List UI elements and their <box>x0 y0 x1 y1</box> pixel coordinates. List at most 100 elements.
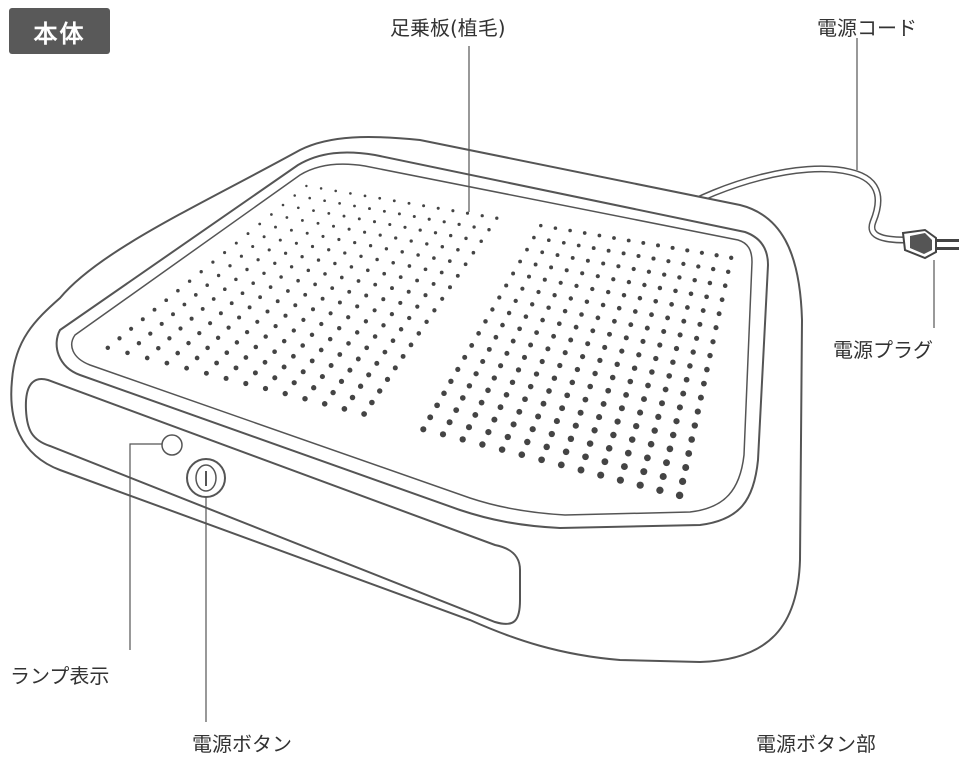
bristle-dot <box>347 227 351 231</box>
bristle-dot <box>434 402 440 409</box>
bristle-dot <box>662 272 667 277</box>
bristle-dot <box>303 292 308 297</box>
bristle-dot <box>439 431 447 438</box>
bristle-dot <box>384 376 391 383</box>
bristle-dot <box>244 329 250 335</box>
bristle-dot <box>627 378 634 385</box>
bristle-dot <box>522 396 528 403</box>
bristle-dot <box>624 449 632 457</box>
bristle-dot <box>319 187 323 190</box>
bristle-dot <box>415 278 420 283</box>
bristle-dot <box>526 274 532 279</box>
bristle-dot <box>382 271 387 276</box>
bristle-dot <box>409 239 413 243</box>
bristle-dot <box>657 342 663 348</box>
bristle-dot <box>144 355 150 361</box>
bristle-dot <box>513 298 518 304</box>
bristle-dot <box>520 286 525 291</box>
bristle-dot <box>540 400 547 407</box>
bristle-dot <box>500 322 505 328</box>
bristle-dot <box>605 445 613 452</box>
bristle-dot <box>376 388 383 394</box>
bristle-dot <box>332 224 335 228</box>
bristle-dot <box>641 396 647 403</box>
bristle-dot <box>568 296 573 301</box>
bristle-dot <box>491 375 497 381</box>
bristle-dot <box>397 212 401 216</box>
bristle-dot <box>216 273 221 278</box>
bristle-dot <box>555 253 560 258</box>
bristle-dot <box>661 328 667 335</box>
bristle-dot <box>591 427 598 434</box>
bristle-dot <box>653 355 659 362</box>
bristle-dot <box>465 424 473 431</box>
bristle-dot <box>374 360 380 366</box>
bristle-dot <box>582 231 587 235</box>
bristle-dot <box>642 282 647 288</box>
bristle-dot <box>616 305 622 311</box>
bristle-dot <box>623 392 629 398</box>
bristle-dot <box>327 336 333 342</box>
bristle-dot <box>472 225 476 229</box>
bristle-dot <box>223 375 229 381</box>
bristle-dot <box>343 251 347 255</box>
bristle-dot <box>636 352 642 358</box>
bristle-dot <box>341 406 348 412</box>
bristle-dot <box>400 250 404 254</box>
bristle-dot <box>366 372 372 378</box>
bristle-dot <box>602 344 608 350</box>
bristle-dot <box>540 317 545 323</box>
bristle-dot <box>215 335 221 340</box>
bristle-dot <box>372 334 378 339</box>
bristle-dot <box>117 336 122 341</box>
bristle-dot <box>310 307 316 312</box>
bristle-dot <box>646 269 652 274</box>
bristle-dot <box>262 359 268 365</box>
bristle-dot <box>644 454 651 462</box>
bristle-dot <box>631 365 638 371</box>
bristle-dot <box>338 202 341 205</box>
bristle-dot <box>528 342 534 348</box>
bristle-dot <box>252 370 258 376</box>
bristle-dot <box>480 358 486 365</box>
bristle-dot <box>355 356 361 362</box>
bristle-dot <box>337 237 341 242</box>
bristle-dot <box>281 203 285 207</box>
bristle-dot <box>540 250 545 255</box>
bristle-dot <box>347 289 352 294</box>
bristle-dot <box>529 426 536 433</box>
bristle-dot <box>389 311 395 317</box>
bristle-dot <box>473 371 479 377</box>
bristle-dot <box>234 340 240 345</box>
bristle-dot <box>534 330 539 335</box>
bristle-dot <box>497 404 504 411</box>
bristle-dot <box>223 251 227 255</box>
bristle-dot <box>472 411 479 418</box>
bristle-dot <box>656 486 664 494</box>
bristle-dot <box>279 275 283 279</box>
bristle-dot <box>313 282 317 287</box>
bristle-dot <box>175 350 180 356</box>
bristle-dot <box>511 271 516 276</box>
bristle-dot <box>229 301 234 306</box>
bristle-dot <box>300 369 306 375</box>
bristle-dot <box>375 257 379 262</box>
bristle-dot <box>677 332 683 338</box>
bristle-dot <box>697 321 703 327</box>
bristle-dot <box>431 281 436 286</box>
bristle-dot <box>416 331 422 336</box>
bristle-dot <box>408 342 414 348</box>
bristle-dot <box>515 367 522 373</box>
bristle-dot <box>258 295 262 300</box>
footplate-bristle-dots <box>105 184 734 500</box>
bristle-dot <box>666 259 671 264</box>
bristle-dot <box>662 386 669 393</box>
bristle-dot <box>159 321 164 326</box>
bristle-dot <box>136 341 142 346</box>
bristle-dot <box>328 363 334 368</box>
bristle-dot <box>129 326 134 331</box>
bristle-dot <box>433 231 438 235</box>
bristle-dot <box>382 349 388 355</box>
bristle-dot <box>412 214 416 219</box>
